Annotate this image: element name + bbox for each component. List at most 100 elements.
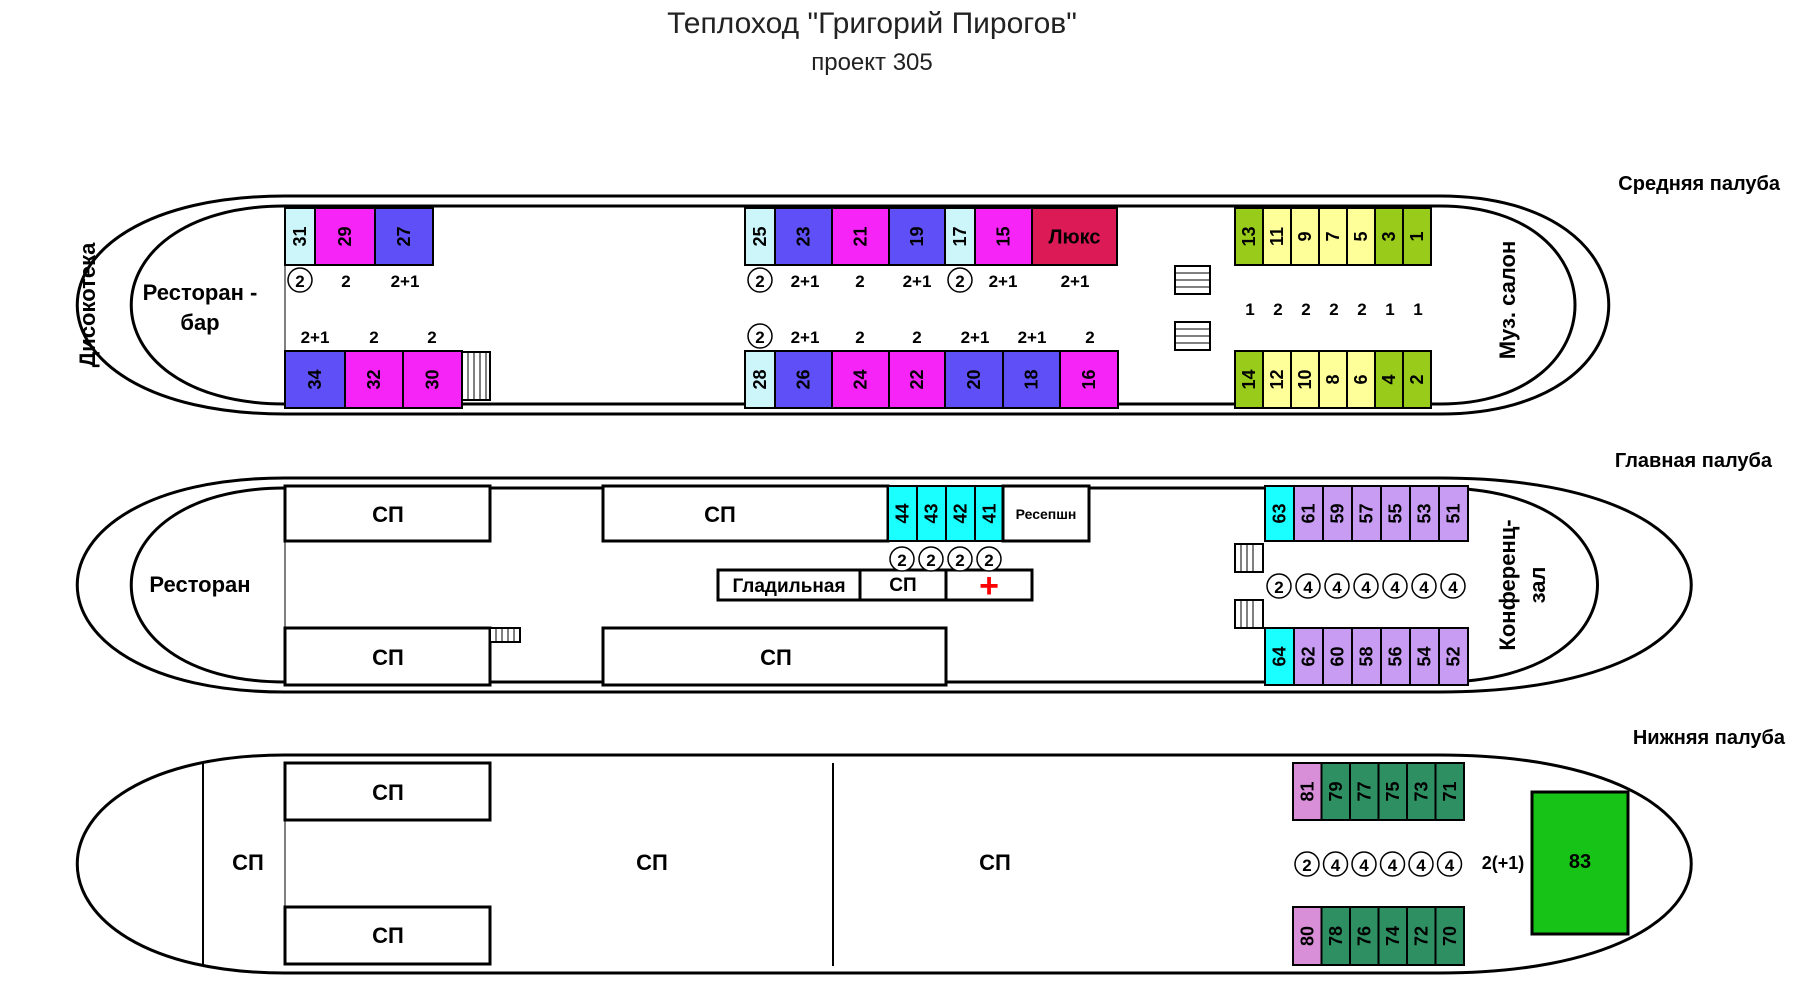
- cabin-number: Люкс: [1049, 227, 1101, 249]
- staircase-main-aft: [489, 627, 521, 643]
- cabin-7[interactable]: [1318, 207, 1348, 266]
- capacity-label: 4: [1390, 578, 1400, 597]
- cabin-28[interactable]: [744, 350, 776, 409]
- cabin-3[interactable]: [1374, 207, 1404, 266]
- cabin-number: 23: [794, 226, 814, 246]
- cabin-80[interactable]: [1292, 906, 1323, 966]
- cabin-8[interactable]: [1318, 350, 1348, 409]
- cabin-63[interactable]: [1264, 485, 1295, 542]
- cabin-79[interactable]: [1320, 762, 1351, 821]
- cabin-4[interactable]: [1374, 350, 1404, 409]
- service-room-main-center-bottom-label: СП: [760, 645, 792, 670]
- cabin-77[interactable]: [1349, 762, 1380, 821]
- cabin-2[interactable]: [1402, 350, 1432, 409]
- cabin-number: 13: [1239, 226, 1259, 246]
- cabin-34[interactable]: [284, 350, 346, 409]
- capacity-circle: [947, 267, 973, 293]
- cabin-32[interactable]: [344, 350, 404, 409]
- service-room-main-small-label: СП: [889, 575, 916, 596]
- capacity-label: 2: [755, 272, 764, 291]
- cabin-11[interactable]: [1262, 207, 1292, 266]
- cabin-number: 72: [1411, 926, 1431, 946]
- capacity-circle: [889, 546, 915, 572]
- cabin-1[interactable]: [1402, 207, 1432, 266]
- cabin-9[interactable]: [1290, 207, 1320, 266]
- cabin-26[interactable]: [774, 350, 833, 409]
- capacity-label: 2: [855, 272, 864, 291]
- cabin-70[interactable]: [1434, 906, 1465, 966]
- cabin-number: 25: [750, 226, 770, 246]
- cabin-number: 79: [1326, 781, 1346, 801]
- cabin-number: 30: [423, 369, 443, 389]
- cabin-24[interactable]: [831, 350, 890, 409]
- cabin-number: 42: [951, 503, 971, 523]
- cabin-17[interactable]: [944, 207, 976, 266]
- cabin-55[interactable]: [1380, 485, 1411, 542]
- cabin-number: 9: [1295, 231, 1315, 241]
- cabin-22[interactable]: [888, 350, 946, 409]
- cabin-43[interactable]: [916, 485, 947, 542]
- cabin-number: 59: [1328, 503, 1348, 523]
- cabin-73[interactable]: [1406, 762, 1437, 821]
- service-room-main-aft-top-label: СП: [372, 502, 404, 527]
- cabin-13[interactable]: [1234, 207, 1264, 266]
- cabin-number: 62: [1299, 646, 1319, 666]
- cabin-29[interactable]: [314, 207, 376, 266]
- cabin-21[interactable]: [831, 207, 890, 266]
- service-room-lower-top-label: СП: [372, 780, 404, 805]
- first-aid-room: [944, 568, 1034, 602]
- cabin-number: 44: [893, 503, 913, 523]
- staircase-middle-center-bottom: [1174, 321, 1211, 351]
- cabin-25[interactable]: [744, 207, 776, 266]
- capacity-label: 4: [1448, 578, 1458, 597]
- cabin-10[interactable]: [1290, 350, 1320, 409]
- cabin-52[interactable]: [1438, 627, 1469, 686]
- capacity-label: 1: [1385, 300, 1394, 319]
- cabin-number: 34: [305, 369, 325, 389]
- cabin-62[interactable]: [1293, 627, 1324, 686]
- capacity-label: 2+1: [903, 272, 932, 291]
- capacity-label: 2: [1274, 578, 1283, 597]
- cabin-12[interactable]: [1262, 350, 1292, 409]
- cabin-number: 20: [964, 369, 984, 389]
- cabin-60[interactable]: [1322, 627, 1353, 686]
- cabin-58[interactable]: [1351, 627, 1382, 686]
- cabin-20[interactable]: [944, 350, 1004, 409]
- cabin-31[interactable]: [284, 207, 316, 266]
- cabin-54[interactable]: [1409, 627, 1440, 686]
- cabin-number: 51: [1444, 503, 1464, 523]
- cabin-71[interactable]: [1434, 762, 1465, 821]
- restaurant-bar-label-line1: Ресторан -: [143, 280, 258, 305]
- ironing-room: [716, 568, 862, 602]
- cabin-18[interactable]: [1002, 350, 1061, 409]
- cabin-76[interactable]: [1349, 906, 1380, 966]
- capacity-label: 4: [1332, 578, 1342, 597]
- music-salon-label: Муз. салон: [1495, 241, 1520, 360]
- capacity-label: 4: [1359, 856, 1369, 875]
- service-room-main-small: [858, 568, 948, 602]
- cabin-27[interactable]: [374, 207, 434, 266]
- cabin-number: 24: [851, 369, 871, 389]
- cabin-78[interactable]: [1320, 906, 1351, 966]
- cabin-number: 4: [1379, 374, 1399, 384]
- cabin-83[interactable]: [1530, 790, 1630, 936]
- cabin-23[interactable]: [774, 207, 833, 266]
- cabin-61[interactable]: [1293, 485, 1324, 542]
- cabin-16[interactable]: [1059, 350, 1119, 409]
- service-room-main-aft-bottom: [283, 626, 492, 687]
- cabin-53[interactable]: [1409, 485, 1440, 542]
- cabin-Люкс[interactable]: [1031, 207, 1118, 266]
- cabin-51[interactable]: [1438, 485, 1469, 542]
- capacity-label: 2: [341, 272, 350, 291]
- cabin-81[interactable]: [1292, 762, 1323, 821]
- cabin-59[interactable]: [1322, 485, 1353, 542]
- cabin-number: 11: [1267, 227, 1287, 246]
- capacity-label: 2+1: [1061, 272, 1090, 291]
- cabin-57[interactable]: [1351, 485, 1382, 542]
- cabin-5[interactable]: [1346, 207, 1376, 266]
- capacity-circle: [287, 267, 313, 293]
- cabin-56[interactable]: [1380, 627, 1411, 686]
- capacity-label: 4: [1331, 856, 1341, 875]
